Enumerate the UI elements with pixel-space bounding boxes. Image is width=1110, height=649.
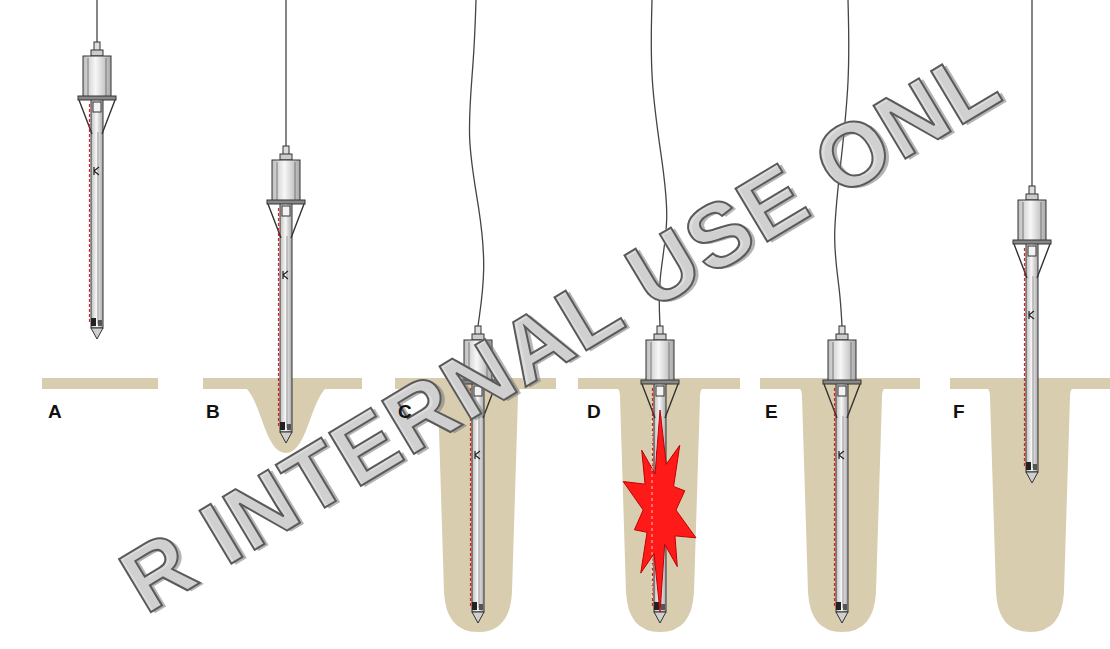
perforating-tool [78, 42, 116, 339]
ground-surface [42, 378, 158, 389]
wireline-cable [96, 0, 97, 42]
perforating-tool [1013, 186, 1051, 483]
wireline-cable [285, 0, 286, 146]
detonation-burst [623, 410, 696, 612]
ground-hole [606, 383, 714, 632]
panel-letter: E [765, 402, 778, 421]
panel-letter: D [587, 402, 601, 421]
wireline-cable [1031, 0, 1032, 186]
perforating-tool [823, 326, 861, 623]
watermark-text: R INTERNAL USE ONL [107, 33, 1014, 627]
ground-hole [788, 383, 896, 632]
wireline-cable [469, 0, 483, 326]
panel-letter: A [48, 402, 62, 421]
perforating-tool [267, 146, 305, 443]
panel-letter: F [953, 402, 965, 421]
panel-letter: C [398, 402, 412, 421]
panel-letter: B [206, 402, 220, 421]
